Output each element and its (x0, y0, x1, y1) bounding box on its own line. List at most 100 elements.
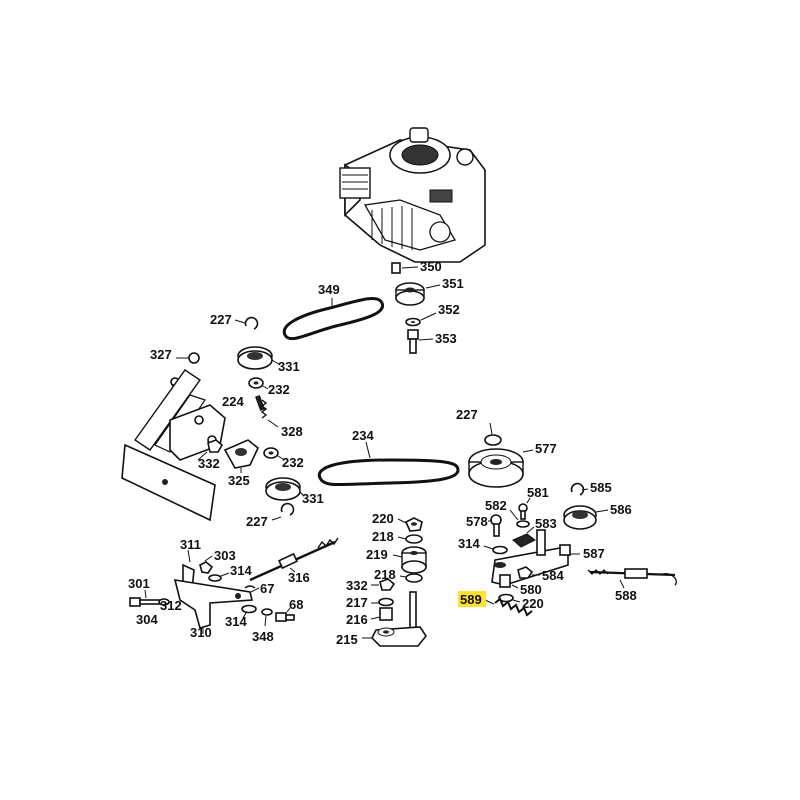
label-584: 584 (542, 568, 564, 583)
part-316-control-rod (249, 537, 339, 582)
label-217: 217 (346, 595, 368, 610)
label-234: 234 (352, 428, 374, 443)
label-314-c: 314 (225, 614, 247, 629)
part-218-washer-b (399, 573, 423, 583)
part-227-circlip-a (234, 316, 259, 330)
part-312-washer (158, 598, 170, 606)
label-227-b: 227 (246, 514, 268, 529)
part-589-spring (484, 597, 533, 617)
label-232-b: 232 (282, 455, 304, 470)
label-220-b: 220 (372, 511, 394, 526)
label-216: 216 (346, 612, 368, 627)
label-580: 580 (520, 582, 542, 597)
label-219: 219 (366, 547, 388, 562)
label-577: 577 (535, 441, 557, 456)
label-327: 327 (150, 347, 172, 362)
part-332-nut-b (371, 578, 396, 591)
label-587: 587 (583, 546, 605, 561)
label-310: 310 (190, 625, 212, 640)
label-588: 588 (615, 588, 637, 603)
part-67-clip (244, 585, 260, 593)
part-348-washer (261, 608, 273, 627)
label-589: 589 (460, 592, 482, 607)
part-219-roller (392, 546, 427, 574)
part-582-washer (509, 509, 530, 528)
label-227-a: 227 (210, 312, 232, 327)
part-352-washer (405, 312, 437, 327)
part-588-cable (587, 568, 677, 589)
part-581-bolt (518, 497, 531, 520)
part-349-v-belt (282, 297, 385, 341)
label-325: 325 (228, 473, 250, 488)
part-218-washer-a (397, 534, 423, 544)
part-232-nut-b (263, 447, 284, 460)
part-215-tension-arm (362, 591, 427, 647)
label-348: 348 (252, 629, 274, 644)
part-578-bolt (488, 514, 502, 537)
label-351: 351 (442, 276, 464, 291)
part-353-bolt (407, 329, 434, 354)
part-314-washer-c (241, 604, 257, 619)
part-301-bolt (129, 589, 161, 607)
label-586: 586 (610, 502, 632, 517)
part-68-bolt (275, 607, 295, 622)
label-331-a: 331 (278, 359, 300, 374)
label-332-b: 332 (346, 578, 368, 593)
label-314-b: 314 (230, 563, 252, 578)
label-352: 352 (438, 302, 460, 317)
label-578: 578 (466, 514, 488, 529)
label-582: 582 (485, 498, 507, 513)
label-316: 316 (288, 570, 310, 585)
label-224: 224 (222, 394, 244, 409)
label-314-a: 314 (458, 536, 480, 551)
part-227-circlip-b (271, 502, 295, 521)
part-227-circlip-c (484, 422, 502, 446)
label-68: 68 (289, 597, 303, 612)
part-583-block (512, 526, 536, 548)
label-220-a: 220 (522, 596, 544, 611)
part-577-large-pulley (468, 448, 534, 488)
part-332-nut-a (197, 439, 224, 461)
label-218-b: 218 (374, 567, 396, 582)
part-232-nut-a (248, 377, 269, 390)
label-312: 312 (160, 598, 182, 613)
label-583: 583 (535, 516, 557, 531)
part-328-spring (260, 399, 279, 428)
part-584-nut (517, 566, 540, 579)
label-227-c: 227 (456, 407, 478, 422)
part-331-pulley-a (237, 346, 281, 370)
part-217-washer (371, 597, 394, 607)
label-332-a: 332 (198, 456, 220, 471)
highlight-589 (458, 591, 486, 607)
label-581: 581 (527, 485, 549, 500)
engine-assembly (339, 127, 486, 263)
label-232-a: 232 (268, 382, 290, 397)
label-585: 585 (590, 480, 612, 495)
label-328: 328 (281, 424, 303, 439)
part-587-lever (491, 529, 580, 586)
label-67: 67 (260, 581, 274, 596)
label-349: 349 (318, 282, 340, 297)
part-220-nut-b (397, 517, 423, 532)
part-216-spacer (370, 607, 393, 621)
label-350: 350 (420, 259, 442, 274)
label-215: 215 (336, 632, 358, 647)
part-586-pulley (563, 505, 609, 530)
part-350-key (391, 262, 419, 274)
part-220-washer-a (498, 593, 521, 603)
part-310-linkage (173, 579, 254, 634)
part-580-spacer (499, 574, 519, 589)
label-304: 304 (136, 612, 158, 627)
label-331-b: 331 (302, 491, 324, 506)
part-314-washer-b (208, 572, 230, 582)
label-301: 301 (128, 576, 150, 591)
part-234-v-belt (317, 441, 460, 487)
part-314-washer-a (483, 545, 508, 555)
part-331-pulley-b (265, 477, 305, 501)
label-303: 303 (214, 548, 236, 563)
label-218-a: 218 (372, 529, 394, 544)
part-325-bracket (223, 439, 259, 473)
part-351-engine-pulley (395, 282, 441, 306)
part-585-circlip (570, 482, 589, 496)
